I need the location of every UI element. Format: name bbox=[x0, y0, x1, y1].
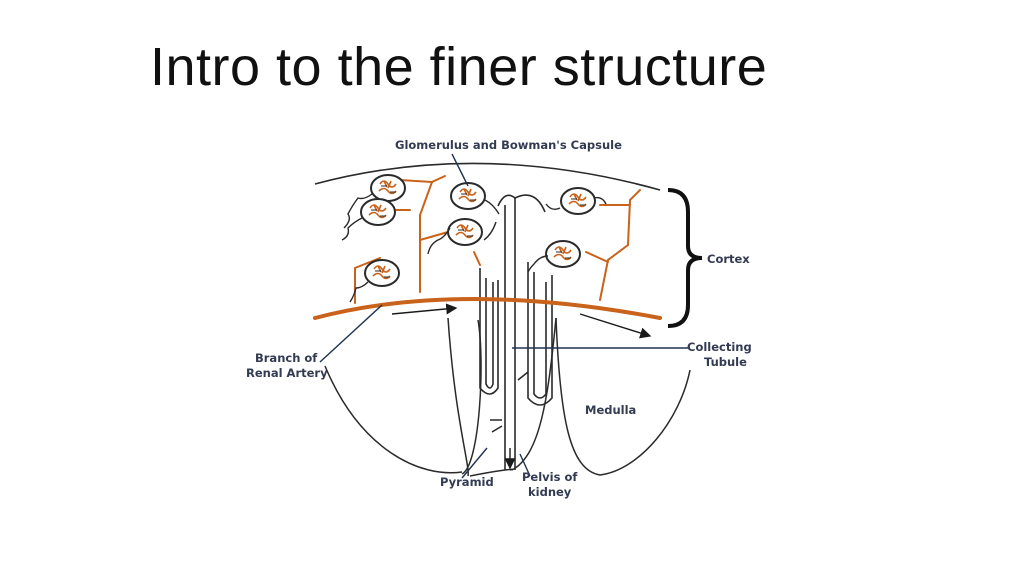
medulla-pyramids bbox=[324, 317, 691, 477]
label-glomerulus: Glomerulus and Bowman's Capsule bbox=[395, 138, 622, 152]
label-branch-2: Renal Artery bbox=[246, 366, 328, 380]
label-collecting-1: Collecting bbox=[687, 340, 752, 354]
convoluted-tubules bbox=[341, 193, 607, 303]
slide-title: Intro to the finer structure bbox=[150, 37, 768, 97]
label-branch-1: Branch of bbox=[255, 351, 318, 365]
label-medulla: Medulla bbox=[585, 403, 636, 417]
label-pelvis-2: kidney bbox=[528, 485, 572, 499]
cortex-brace bbox=[667, 188, 703, 328]
label-leader-lines bbox=[319, 153, 690, 479]
label-cortex: Cortex bbox=[707, 252, 750, 266]
label-collecting-2: Tubule bbox=[704, 355, 747, 369]
label-pyramid: Pyramid bbox=[440, 475, 494, 489]
nephron-tubules bbox=[479, 194, 553, 470]
label-pelvis-1: Pelvis of bbox=[522, 470, 578, 484]
glomeruli bbox=[360, 174, 596, 287]
renal-artery-branches bbox=[313, 175, 662, 320]
kidney-outer-edge bbox=[314, 162, 661, 191]
flow-arrows bbox=[391, 303, 652, 470]
